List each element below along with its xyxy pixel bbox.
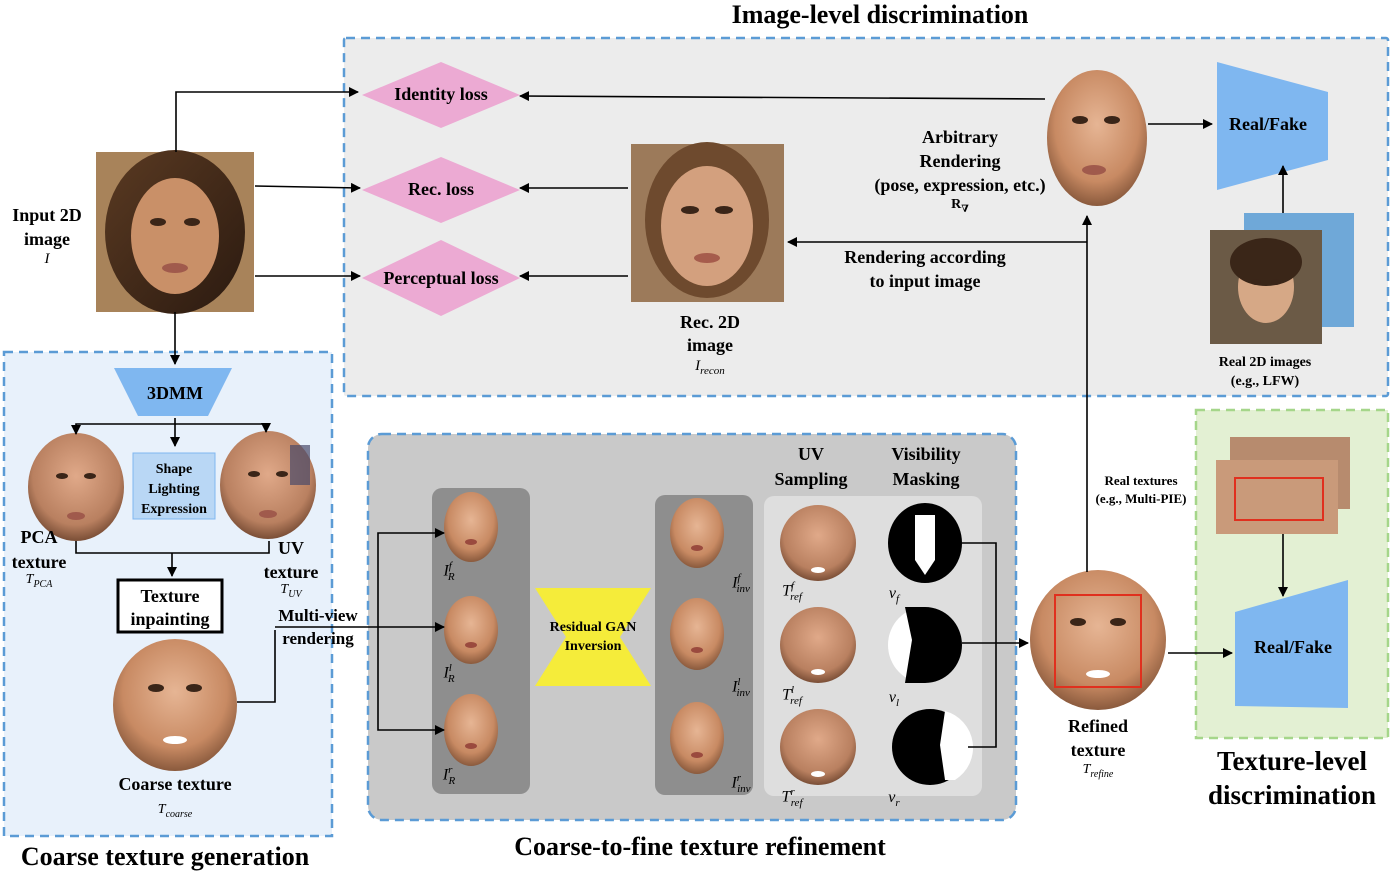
shape-box: [132, 452, 216, 520]
arrow-mask-top: [962, 542, 997, 643]
coarse-tex-label: Coarse texture: [118, 774, 232, 794]
tref-faces: [780, 505, 856, 785]
real-2d-images: [1210, 213, 1354, 344]
render-input-label-1: Rendering according: [844, 247, 1006, 267]
tref-r-label: Trref: [781, 786, 803, 809]
coarse-title: Coarse texture generation: [20, 842, 310, 871]
tdmm-label: 3DMM: [147, 383, 203, 403]
refined-symbol: Trefine: [1082, 762, 1114, 780]
refine-title: Coarse-to-fine texture refinement: [514, 832, 886, 861]
rec-image-photo: [631, 142, 784, 302]
arrow-coarse-multiview: [237, 630, 276, 703]
iinv-r-label: Irinv: [731, 772, 751, 795]
identity-loss-label: Identity loss: [394, 84, 488, 104]
real-fake-bottom-shape: [1235, 580, 1348, 708]
perceptual-loss-label: Perceptual loss: [383, 268, 499, 288]
ir-r-label: IrR: [442, 764, 456, 787]
rec-loss-shape: [362, 157, 520, 223]
inpaint-label-2: inpainting: [130, 609, 210, 629]
tref-f-label: Tfref: [782, 580, 802, 603]
render-input-label-2: to input image: [869, 271, 981, 291]
refined-face: [1030, 570, 1166, 710]
v-r-label: vr: [888, 789, 900, 810]
input-label-1: Input 2D: [12, 205, 82, 225]
input-symbol: I: [44, 251, 50, 267]
coarse-tex-symbol: Tcoarse: [157, 802, 193, 820]
iinv-faces: [670, 498, 724, 774]
multiview-label-1: Multi-view: [278, 606, 358, 625]
rec-loss-label: Rec. loss: [408, 179, 474, 199]
tdmm-shape: [114, 368, 232, 416]
ir-faces: [444, 492, 498, 766]
arbitrary-face: [1047, 70, 1147, 206]
uv-symbol: TUV: [280, 582, 302, 600]
gan-label-1: Residual GAN: [549, 620, 637, 635]
uv-label-2: texture: [263, 562, 319, 582]
real-textures-label-1: Real textures: [1104, 473, 1178, 488]
input-label-2: image: [24, 229, 70, 249]
uv-label-1: UV: [278, 538, 304, 558]
arrow-input-identity: [175, 87, 359, 152]
arbitrary-symbol: R∇: [951, 197, 969, 215]
inpaint-label-1: Texture: [140, 586, 200, 606]
coarse-face: [113, 639, 237, 771]
iinv-l-label: Ilinv: [732, 676, 750, 699]
image-level-title: Image-level discrimination: [731, 0, 1029, 29]
texture-level-title-1: Texture-level: [1217, 746, 1367, 776]
arbitrary-label-3: (pose, expression, etc.): [874, 175, 1046, 195]
visibility-label-1: Visibility: [891, 444, 961, 464]
gan-label-2: Inversion: [564, 639, 622, 654]
rec-image-label-1: Rec. 2D: [680, 312, 740, 332]
uv-sampling-label-2: Sampling: [774, 469, 848, 489]
pca-symbol: TPCA: [25, 572, 53, 590]
arrow-input-rec: [254, 182, 361, 193]
ir-f-label: IfR: [443, 560, 455, 583]
arbitrary-label-2: Rendering: [919, 151, 1001, 171]
pca-face: [28, 433, 124, 541]
real-fake-bottom-label: Real/Fake: [1254, 637, 1332, 657]
uv-face: [220, 431, 316, 539]
real-2d-label-2: (e.g., LFW): [1230, 374, 1300, 389]
arrow-mask-bot: [968, 643, 997, 748]
shape-label: Shape: [155, 462, 193, 477]
perceptual-loss-shape: [362, 240, 520, 316]
texture-level-title-2: discrimination: [1207, 780, 1376, 810]
v-l-label: vl: [888, 689, 900, 710]
refined-label-1: Refined: [1068, 716, 1128, 736]
real-fake-top-label: Real/Fake: [1229, 114, 1307, 134]
arrow-3dmm-uv: [175, 423, 271, 433]
pca-label-2: texture: [11, 552, 67, 572]
iinv-f-label: Ifinv: [732, 572, 750, 595]
visibility-masks: [888, 503, 974, 785]
multiview-label-2: rendering: [282, 629, 354, 648]
input-photo: [96, 150, 254, 314]
inpaint-box: [116, 578, 224, 634]
lighting-label: Lighting: [148, 482, 200, 497]
expression-label: Expression: [141, 502, 207, 517]
shape-box-text: Shape Lighting Expression: [133, 460, 215, 520]
arbitrary-label-1: Arbitrary: [922, 127, 998, 147]
real-2d-label-1: Real 2D images: [1218, 355, 1312, 370]
tref-l-label: Tlref: [782, 684, 802, 707]
real-textures-label-2: (e.g., Multi-PIE): [1095, 491, 1187, 506]
arrow-arb-identity: [519, 91, 1046, 102]
ir-l-label: IlR: [443, 662, 455, 685]
arrow-3dmm-pca: [71, 418, 176, 435]
v-f-label: vf: [888, 585, 900, 606]
arrow-ir-bottom: [377, 627, 445, 735]
arrow-ir-top: [377, 528, 445, 627]
rec-image-symbol: Irecon: [695, 358, 725, 377]
refined-label-2: texture: [1070, 740, 1126, 760]
real-fake-top-shape: [1217, 62, 1328, 190]
visibility-label-2: Masking: [892, 469, 960, 489]
rec-image-label-2: image: [687, 335, 733, 355]
identity-loss-shape: [362, 62, 520, 128]
gan-shape: [535, 588, 651, 686]
pca-label-1: PCA: [20, 527, 58, 547]
real-textures-images: [1216, 437, 1350, 534]
uv-sampling-label-1: UV: [798, 444, 824, 464]
